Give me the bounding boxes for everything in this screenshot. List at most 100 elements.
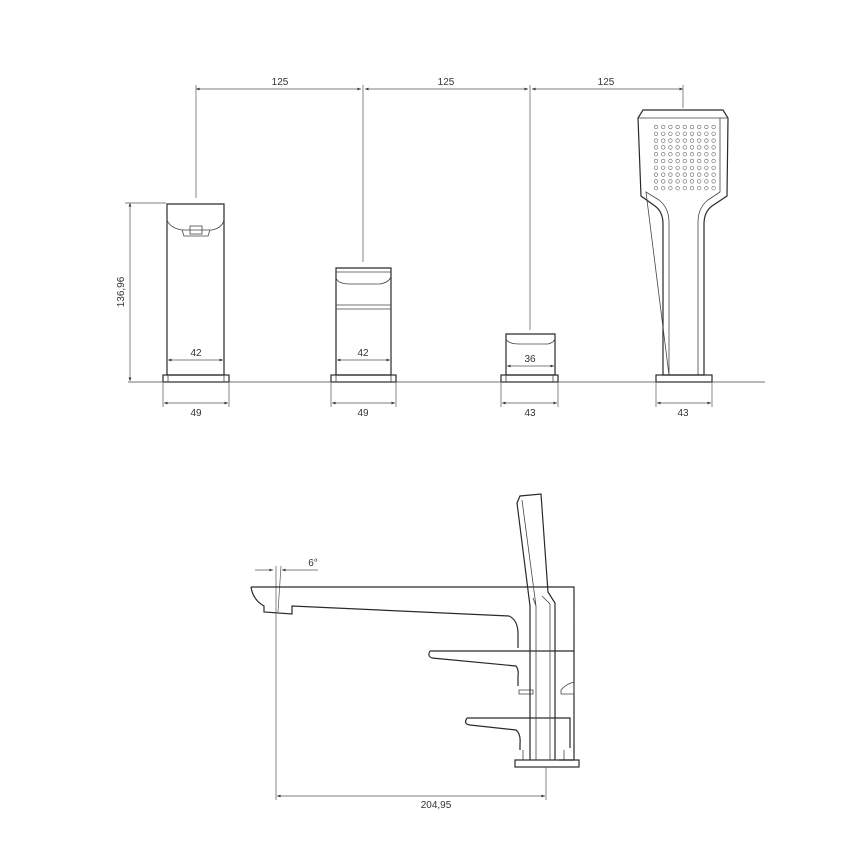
nozzle-dot: [661, 131, 666, 136]
nozzle-dot: [661, 158, 666, 164]
nozzle-dot: [704, 186, 709, 191]
handle-2-base-width: 43: [524, 408, 536, 419]
nozzle-dot: [653, 172, 659, 177]
nozzle-dot: [682, 165, 687, 170]
nozzle-dot: [704, 179, 709, 184]
spacing-label-3: 125: [598, 77, 615, 88]
nozzle-dot: [675, 165, 680, 170]
handle-1-front: 42 49: [330, 267, 397, 419]
nozzle-dot: [711, 138, 716, 143]
nozzle-dot: [697, 158, 702, 164]
nozzle-dot: [675, 152, 680, 157]
nozzle-dot: [661, 124, 666, 130]
reach-label: 204,95: [421, 800, 452, 811]
nozzle-dot: [661, 145, 666, 150]
nozzle-dot: [668, 152, 673, 157]
nozzle-dot: [689, 145, 695, 150]
nozzle-dot: [668, 145, 673, 150]
nozzle-dot: [682, 145, 687, 150]
nozzle-dot: [711, 179, 716, 184]
nozzle-dot: [661, 186, 666, 191]
nozzle-dot: [668, 138, 673, 143]
reach-dimension: 204,95: [277, 767, 547, 811]
nozzle-dot: [704, 158, 709, 164]
nozzle-dot: [704, 172, 709, 177]
shower-base-width: 43: [677, 408, 689, 419]
nozzle-dot: [704, 165, 709, 170]
nozzle-dot: [668, 124, 673, 130]
nozzle-dot: [711, 145, 716, 150]
nozzle-dot: [697, 165, 702, 170]
nozzle-dot: [682, 131, 687, 136]
angle-label: 6°: [308, 558, 318, 569]
spout-front: 42 49: [162, 203, 230, 419]
nozzle-dot: [711, 165, 716, 170]
nozzle-dot: [682, 179, 687, 184]
nozzle-dot: [704, 152, 709, 157]
nozzle-dot: [653, 131, 659, 136]
height-dimension: 136,96: [116, 202, 166, 381]
nozzle-dot: [689, 131, 695, 136]
nozzle-dot: [668, 179, 673, 184]
nozzle-dot: [697, 152, 702, 157]
nozzle-dot: [675, 138, 680, 143]
handle-1-body-width: 42: [357, 348, 369, 359]
front-view: 125 125 125 136,96 42 49: [116, 77, 765, 419]
lever-1-side: [428, 650, 574, 686]
nozzle-dot: [653, 145, 659, 150]
nozzle-dot: [704, 138, 709, 143]
nozzle-dot: [653, 158, 659, 164]
nozzle-dot: [675, 158, 680, 164]
nozzle-dot: [653, 152, 659, 157]
handle-2-front: 36 43: [500, 333, 559, 419]
nozzle-dot: [675, 131, 680, 136]
nozzle-dot: [697, 186, 702, 191]
hand-shower-side: [516, 493, 556, 760]
nozzle-dot: [653, 179, 659, 184]
nozzle-dot: [653, 186, 659, 191]
nozzle-dot: [653, 138, 659, 143]
nozzle-dot: [704, 145, 709, 150]
nozzle-dot: [689, 165, 695, 170]
nozzle-dot: [711, 172, 716, 177]
nozzle-dot: [661, 138, 666, 143]
lever-2-side: [464, 717, 571, 750]
height-label: 136,96: [116, 276, 127, 307]
spout-body-width: 42: [190, 348, 202, 359]
nozzle-dot: [697, 138, 702, 143]
nozzle-dot: [682, 172, 687, 177]
nozzle-dot: [682, 158, 687, 164]
nozzle-dot: [689, 158, 695, 164]
nozzle-dot: [661, 165, 666, 170]
nozzle-dot: [697, 145, 702, 150]
nozzle-dot: [682, 186, 687, 191]
nozzle-dot: [661, 152, 666, 157]
nozzle-dot: [689, 138, 695, 143]
nozzle-dot: [689, 179, 695, 184]
handle-2-body-width: 36: [524, 354, 536, 365]
nozzle-dot: [661, 172, 666, 177]
spacing-label-1: 125: [272, 77, 289, 88]
spacing-dimensions: 125 125 125: [195, 77, 684, 330]
nozzle-dot: [668, 165, 673, 170]
nozzle-dot: [704, 131, 709, 136]
nozzle-dot: [704, 124, 709, 130]
handle-1-base-width: 49: [357, 408, 369, 419]
side-view: 6° 204,95: [250, 493, 580, 811]
nozzle-dot: [689, 124, 695, 130]
nozzle-dot: [682, 138, 687, 143]
nozzle-dot: [697, 179, 702, 184]
nozzle-dot: [697, 131, 702, 136]
nozzle-dot: [689, 172, 695, 177]
nozzle-dot: [675, 172, 680, 177]
spout-base-width: 49: [190, 408, 202, 419]
nozzle-dot: [689, 152, 695, 157]
side-base-plate: [514, 759, 580, 768]
nozzle-dot: [697, 124, 702, 130]
nozzle-dot: [711, 131, 716, 136]
nozzle-dot: [711, 158, 716, 164]
spacing-label-2: 125: [438, 77, 455, 88]
nozzle-dot: [653, 124, 659, 130]
nozzle-dot: [675, 145, 680, 150]
